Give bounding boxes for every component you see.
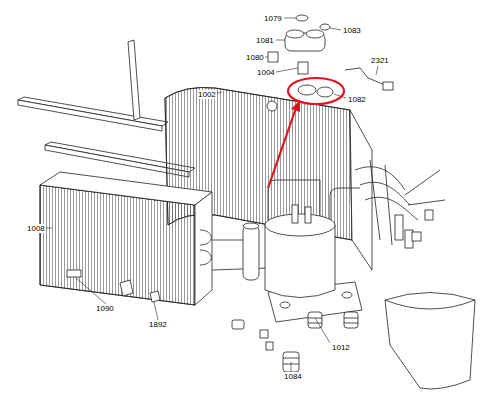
callout-number: 1082 [347,95,367,104]
callout-number: 1079 [263,14,283,23]
callout-number: 1892 [148,320,168,329]
callout-number: 1090 [95,304,115,313]
callout-number: 2321 [370,56,390,65]
callout-number: 1004 [256,68,276,77]
arrow-head [291,100,300,112]
callout-number: 1012 [331,343,351,352]
callout-number: 1008 [26,224,46,233]
callout-number: 1081 [255,36,275,45]
callout-number: 1002 [197,90,217,99]
callout-number: 1083 [342,26,362,35]
callout-number: 1080 [245,53,265,62]
callout-number: 1084 [283,372,303,381]
